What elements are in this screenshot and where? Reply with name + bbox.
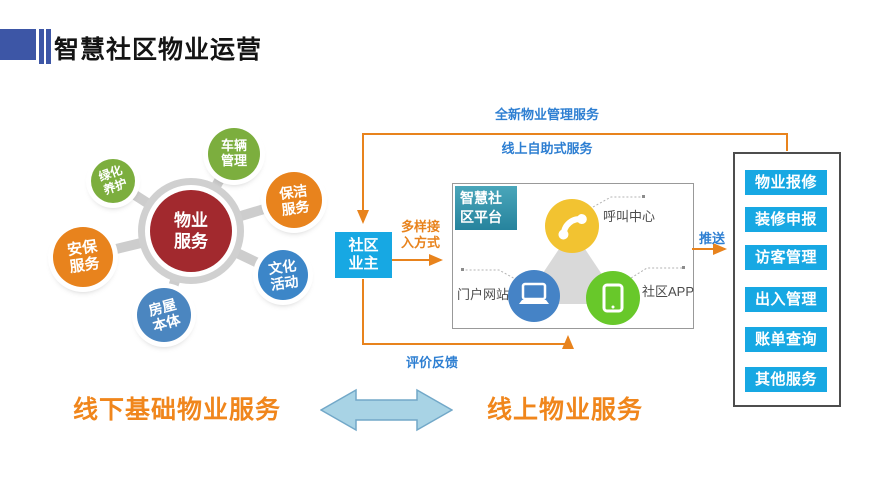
satellite-label: 房屋本体 <box>146 295 182 335</box>
hub-satellite-greening: 绿化养护 <box>91 159 135 203</box>
satellite-label: 保洁服务 <box>277 182 311 218</box>
header-accent-bar <box>39 29 44 64</box>
footer-online-label: 线上物业服务 <box>487 396 644 424</box>
tablet-icon <box>602 283 624 313</box>
hub-satellite-cleaning: 保洁服务 <box>266 172 322 228</box>
header-accent-bar <box>46 29 51 64</box>
label-push: 推送 <box>699 231 726 246</box>
call-center-label: 呼叫中心 <box>603 209 656 224</box>
service-button-visitor[interactable]: 访客管理 <box>745 245 827 270</box>
hub-satellite-security: 安保服务 <box>53 227 113 287</box>
label-self-service: 线上自助式服务 <box>501 141 593 156</box>
owner-label: 社区业主 <box>348 237 379 272</box>
double-arrow-shape <box>320 388 453 432</box>
satellite-label: 车辆管理 <box>220 138 247 168</box>
service-button-billing[interactable]: 账单查询 <box>745 327 827 352</box>
service-button-repair[interactable]: 物业报修 <box>745 170 827 195</box>
service-button-renovation[interactable]: 装修申报 <box>745 207 827 232</box>
service-button-access[interactable]: 出入管理 <box>745 287 827 312</box>
hub-satellite-culture: 文化活动 <box>258 250 308 300</box>
label-feedback: 评价反馈 <box>406 355 459 370</box>
laptop-icon <box>519 282 549 304</box>
leader-end-dot <box>642 195 645 198</box>
call-center-circle <box>545 199 599 253</box>
leader-end-dot <box>461 268 464 271</box>
app-label: 社区APP <box>642 284 695 299</box>
label-new-service: 全新物业管理服务 <box>494 107 599 122</box>
satellite-label: 文化活动 <box>266 257 300 293</box>
platform-box: 智慧社区平台 呼叫中心 门户网站 社区APP <box>452 183 694 329</box>
app-circle <box>586 271 640 325</box>
service-button-other[interactable]: 其他服务 <box>745 367 827 392</box>
leader-end-dot <box>682 266 685 269</box>
label-access-methods: 多样接入方式 <box>401 219 441 251</box>
header-accent-square <box>0 29 36 60</box>
hub-center-label: 物业服务 <box>174 211 208 252</box>
portal-circle <box>508 270 560 322</box>
footer-offline-label: 线下基础物业服务 <box>73 396 282 424</box>
hub-satellite-vehicle: 车辆管理 <box>208 128 260 180</box>
portal-label: 门户网站 <box>457 287 510 302</box>
owner-box: 社区业主 <box>335 232 392 278</box>
services-panel: 物业报修 装修申报 访客管理 出入管理 账单查询 其他服务 <box>733 152 841 407</box>
phone-icon <box>558 214 587 240</box>
page-title: 智慧社区物业运营 <box>54 36 263 64</box>
platform-connector-shape <box>527 234 617 304</box>
hub-satellite-housing: 房屋本体 <box>137 288 191 342</box>
satellite-label: 安保服务 <box>65 237 101 276</box>
double-arrow <box>320 388 453 432</box>
satellite-label: 绿化养护 <box>96 162 129 198</box>
platform-tag: 智慧社区平台 <box>455 186 517 230</box>
